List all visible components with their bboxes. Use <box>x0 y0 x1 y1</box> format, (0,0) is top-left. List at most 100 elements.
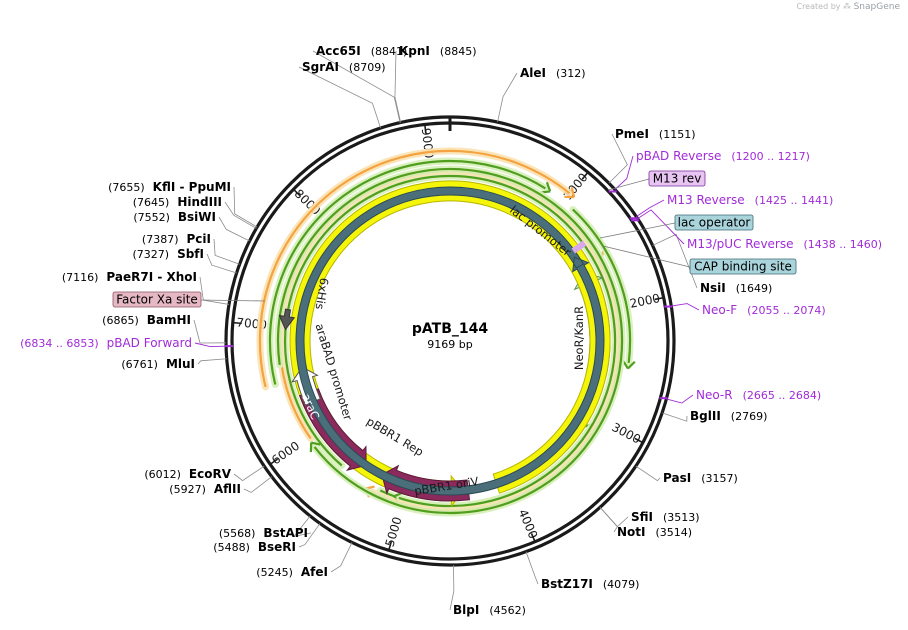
leader-ecorv <box>233 465 265 482</box>
tick-label-6000: 6000 <box>269 439 302 468</box>
enzyme-position: (2769) <box>731 410 768 423</box>
leader-aflii <box>243 476 273 493</box>
tick-mark-4000 <box>530 533 536 543</box>
enzyme-position: (8841) <box>371 45 408 58</box>
enzyme-name: NsiI <box>700 281 726 295</box>
enzyme-position: (6761) <box>121 358 158 371</box>
green-arc-left-arrowhead <box>309 441 321 453</box>
feature-6xhis <box>278 308 296 331</box>
green-arc-right <box>572 208 632 364</box>
leader-line-layer <box>193 50 700 611</box>
snapgene-logo-icon: ⁂ <box>843 2 852 11</box>
box-label-lacoperator: lac operator <box>678 216 751 230</box>
primer-leader-neor <box>666 394 694 404</box>
primer-range: (2665 .. 2684) <box>743 389 822 402</box>
plasmid-size: 9169 bp <box>427 338 472 351</box>
enzyme-name: BseRI <box>258 540 296 554</box>
enzyme-position: (5488) <box>213 541 250 554</box>
primer-label-m13reverse: M13 Reverse(1425 .. 1441) <box>667 193 833 207</box>
primer-name: M13 Reverse <box>667 193 745 207</box>
leader-alei <box>497 72 518 123</box>
enzyme-position: (1151) <box>659 128 696 141</box>
leader-bseri <box>298 523 321 548</box>
enzyme-name: BsiWI <box>178 210 216 224</box>
enzyme-label-pasi: PasI(3157) <box>663 471 738 485</box>
primer-label-pbadforward: (6834 .. 6853)pBAD Forward <box>20 336 192 350</box>
leader-kpni <box>394 50 402 123</box>
primer-leader-m13reverse <box>636 199 665 217</box>
box-leader-factorxasite <box>200 299 266 302</box>
enzyme-name: BamHI <box>147 313 191 327</box>
green-arc-left <box>276 167 624 515</box>
box-label-m13rev: M13 rev <box>653 172 702 186</box>
enzyme-label-mlui: (6761)MluI <box>121 357 195 371</box>
leader-pasi <box>635 465 661 482</box>
box-lacoperator <box>674 214 754 231</box>
enzyme-name: PaeR7I - XhoI <box>106 270 197 284</box>
enzyme-label-pmei: PmeI (1151) <box>615 127 695 141</box>
enzyme-position: (7552) <box>133 211 170 224</box>
enzyme-position: (8845) <box>440 45 477 58</box>
enzyme-position: (4562) <box>489 604 526 617</box>
enzyme-position: (3513) <box>663 511 700 524</box>
leader-sfii <box>599 507 629 528</box>
enzyme-label-sfii: SfiI (3513) <box>631 510 700 524</box>
label-neo-kanr: NeoR/KanR <box>572 306 586 370</box>
enzyme-label-bstz17i: BstZ17I(4079) <box>541 577 639 591</box>
leader-bsiwi <box>218 216 250 242</box>
enzyme-name: NotI <box>617 525 646 539</box>
enzyme-label-alei: AleI(312) <box>520 66 586 80</box>
enzyme-position: (7387) <box>142 233 179 246</box>
green-arc-upper <box>268 159 546 385</box>
enzyme-label-bglii: BglII(2769) <box>690 409 767 423</box>
tick-mark-5000 <box>387 541 393 551</box>
enzyme-name: PmeI <box>615 127 649 141</box>
leader-hindiii <box>224 201 257 229</box>
primer-leader-pbadreverse <box>614 155 634 190</box>
tick-mark-9000 <box>424 124 427 134</box>
enzyme-label-pcii: (7387)PciI <box>142 232 211 246</box>
enzyme-label-hindiii: (7645)HindIII <box>133 195 222 209</box>
leader-blpi <box>449 564 455 611</box>
enzyme-position: (6865) <box>102 314 139 327</box>
leader-pmei <box>608 133 628 184</box>
enzyme-label-blpi: BlpI(4562) <box>453 603 526 617</box>
enzyme-label-afei: (5245)AfeI <box>256 565 328 579</box>
enzyme-position: (3157) <box>701 472 738 485</box>
tick-label-4000: 4000 <box>516 507 541 541</box>
enzyme-label-bstapi: (5568)BstAPI <box>219 526 308 540</box>
enzyme-label-bamhi: (6865) BamHI <box>102 313 191 327</box>
tick-mark-2000 <box>654 296 664 301</box>
label-layer: Acc65I(8841)SgrAI(8709)KpnI(8845)AleI(31… <box>20 44 882 617</box>
orange-arc-upper <box>258 149 571 388</box>
enzyme-name: KpnI <box>399 44 430 58</box>
tick-mark-8000 <box>292 188 301 197</box>
enzyme-label-ecorv: (6012)EcoRV <box>144 467 231 481</box>
box-m13rev <box>648 170 706 187</box>
enzyme-label-bseri: (5488) BseRI <box>213 540 296 554</box>
primer-name: M13/pUC Reverse <box>687 237 794 251</box>
enzyme-label-aflii: (5927)AflII <box>169 482 241 496</box>
enzyme-name: HindIII <box>177 195 222 209</box>
enzyme-label-kpni: KpnI (8845) <box>399 44 476 58</box>
primer-range: (1438 .. 1460) <box>804 238 883 251</box>
leader-sbfi <box>206 253 237 274</box>
enzyme-position: (1649) <box>736 282 773 295</box>
enzyme-position: (3514) <box>656 526 693 539</box>
leader-sgrai <box>298 66 381 129</box>
enzyme-name: AfeI <box>301 565 328 579</box>
enzyme-name: SfiI <box>631 510 653 524</box>
enzyme-label-nsii: NsiI (1649) <box>700 281 772 295</box>
enzyme-name: AleI <box>520 66 546 80</box>
tick-mark-3000 <box>634 437 644 444</box>
primer-leader-pbadforward <box>194 342 227 348</box>
enzyme-position: (8709) <box>349 61 386 74</box>
orange-arc-upper-arrowhead <box>564 187 576 199</box>
enzyme-position: (5568) <box>219 527 256 540</box>
primer-label-neof: Neo-F(2055 .. 2074) <box>702 303 826 317</box>
lac-promoter-primer-marks <box>571 240 587 254</box>
tick-mark-1000 <box>581 171 589 180</box>
leader-pcii <box>213 238 240 265</box>
